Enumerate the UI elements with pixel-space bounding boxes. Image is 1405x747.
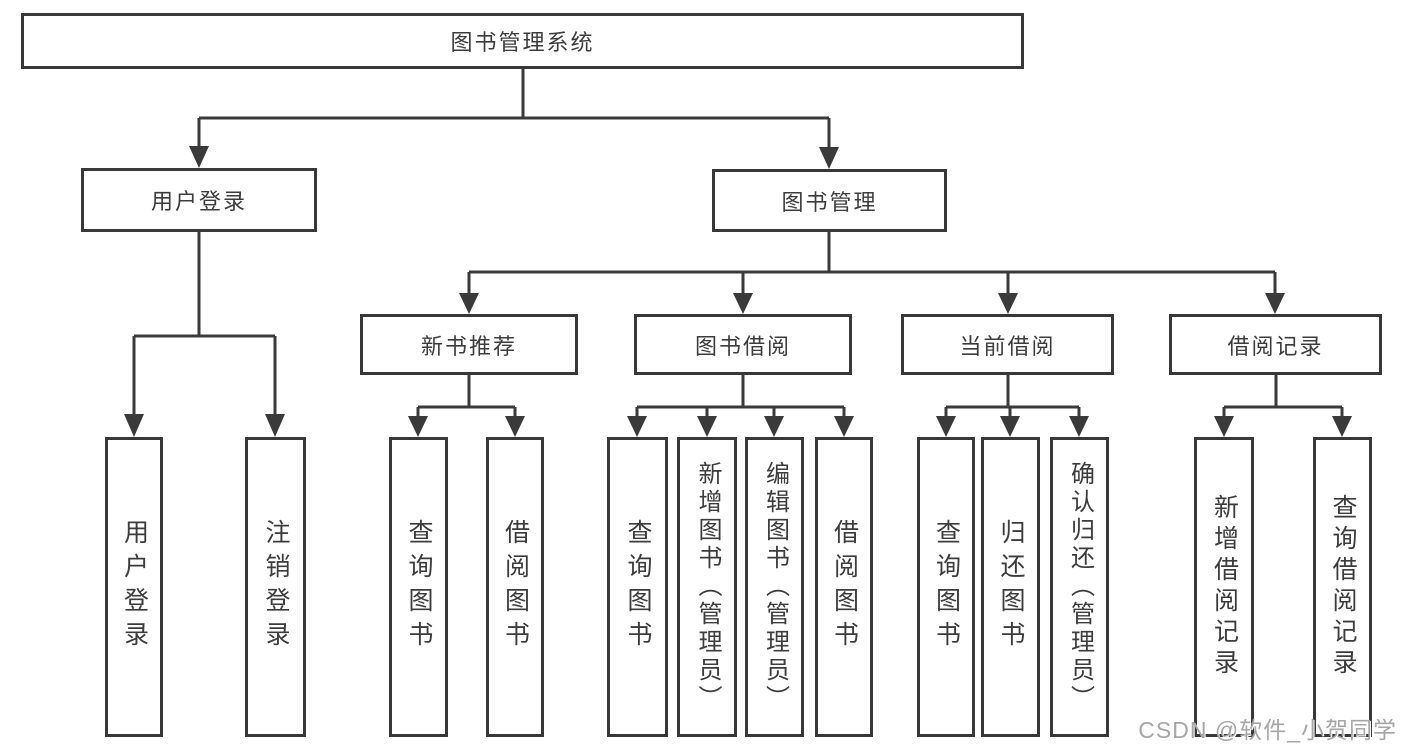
leaf-borrow-books-2: 借阅图书 [815,437,873,737]
leaf-add-book-admin: 新增图书（管理员） [677,437,737,737]
connector-book-borrow-to-leaves [627,375,854,437]
connector-borrow-records-to-leaves [1214,375,1352,437]
leaf-return-books-label: 归还图书 [997,519,1025,655]
leaf-borrow-books-1: 借阅图书 [486,437,544,737]
connector-user-login-to-leaves [124,232,285,437]
leaf-query-books-3: 查询图书 [917,437,975,737]
leaf-edit-book-admin: 编辑图书（管理员） [745,437,804,737]
leaf-return-books: 归还图书 [981,437,1040,737]
node-book-management-label: 图书管理 [781,189,878,215]
leaf-query-borrow-record-label: 查询借阅记录 [1329,494,1357,680]
connector-current-borrow-to-leaves [936,375,1089,437]
leaf-add-borrow-record: 新增借阅记录 [1194,437,1254,737]
node-book-management: 图书管理 [712,169,947,232]
node-current-borrowing: 当前借阅 [901,314,1114,375]
connector-root-to-level2 [189,69,839,169]
leaf-query-books-3-label: 查询图书 [932,519,961,655]
leaf-user-login-label: 用户登录 [120,519,149,655]
node-book-borrowing-label: 图书借阅 [694,333,791,359]
node-borrowing-records-label: 借阅记录 [1227,333,1324,359]
node-user-login-label: 用户登录 [150,189,247,214]
node-borrowing-records: 借阅记录 [1169,314,1382,375]
leaf-add-book-admin-label: 新增图书（管理员） [694,461,721,713]
leaf-query-books-1-label: 查询图书 [405,519,433,655]
node-book-borrowing: 图书借阅 [634,314,852,375]
connector-book-mgmt-to-level3 [459,232,1285,314]
leaf-query-books-2: 查询图书 [607,437,668,737]
leaf-edit-book-admin-label: 编辑图书（管理员） [761,461,789,713]
node-new-book-recommend: 新书推荐 [360,314,578,375]
node-root-label: 图书管理系统 [450,30,595,55]
leaf-logout-label: 注销登录 [262,519,290,655]
leaf-borrow-books-2-label: 借阅图书 [830,519,859,655]
leaf-user-login: 用户登录 [105,437,163,737]
leaf-borrow-books-1-label: 借阅图书 [501,519,530,655]
leaf-add-borrow-record-label: 新增借阅记录 [1210,494,1239,680]
connector-new-books-to-leaves [408,375,525,437]
leaf-confirm-return-admin: 确认归还（管理员） [1050,437,1109,737]
node-current-borrowing-label: 当前借阅 [959,333,1056,359]
node-new-book-recommend-label: 新书推荐 [420,333,517,359]
leaf-logout: 注销登录 [245,437,306,737]
leaf-confirm-return-admin-label: 确认归还（管理员） [1066,461,1094,713]
node-user-login: 用户登录 [81,168,317,232]
watermark: CSDN @软件_小贺同学 [1138,717,1397,743]
leaf-query-books-1: 查询图书 [389,437,448,737]
node-root: 图书管理系统 [21,13,1024,69]
leaf-query-books-2-label: 查询图书 [624,519,652,655]
leaf-query-borrow-record: 查询借阅记录 [1313,437,1372,737]
